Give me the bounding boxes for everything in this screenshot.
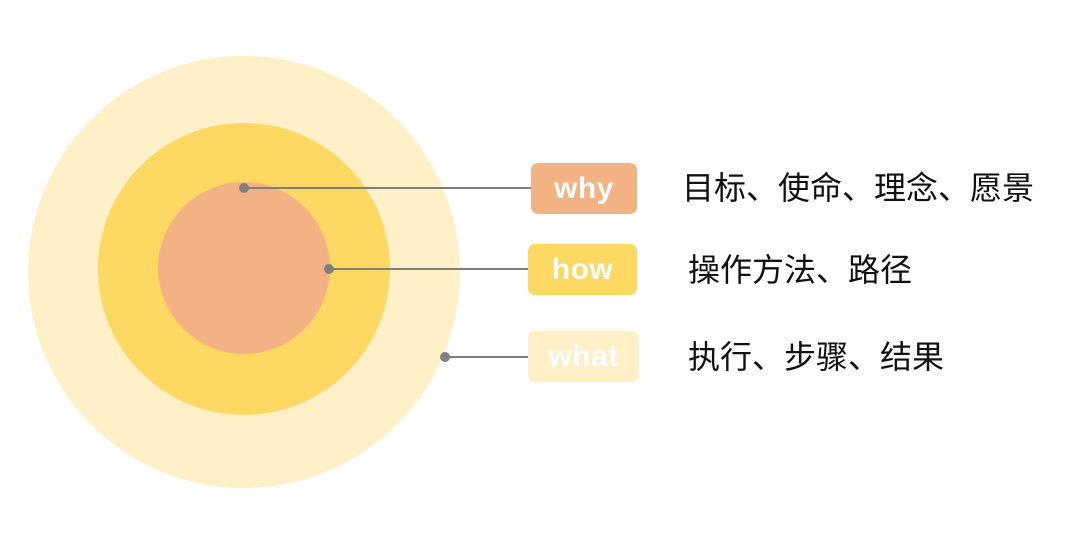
leader-dot-why — [239, 183, 249, 193]
description-how: 操作方法、路径 — [688, 251, 913, 289]
description-what: 执行、步骤、结果 — [688, 338, 945, 376]
label-text-why: why — [554, 171, 614, 205]
label-text-how: how — [551, 252, 614, 286]
leader-dot-what — [440, 352, 450, 362]
label-text-what: what — [548, 339, 619, 373]
label-badge-what: what — [528, 331, 639, 382]
description-why: 目标、使命、理念、愿景 — [682, 169, 1035, 207]
label-badge-why: why — [531, 163, 637, 214]
label-badge-how: how — [528, 244, 637, 295]
inner-circle-why — [158, 182, 330, 354]
leader-dot-how — [324, 264, 334, 274]
